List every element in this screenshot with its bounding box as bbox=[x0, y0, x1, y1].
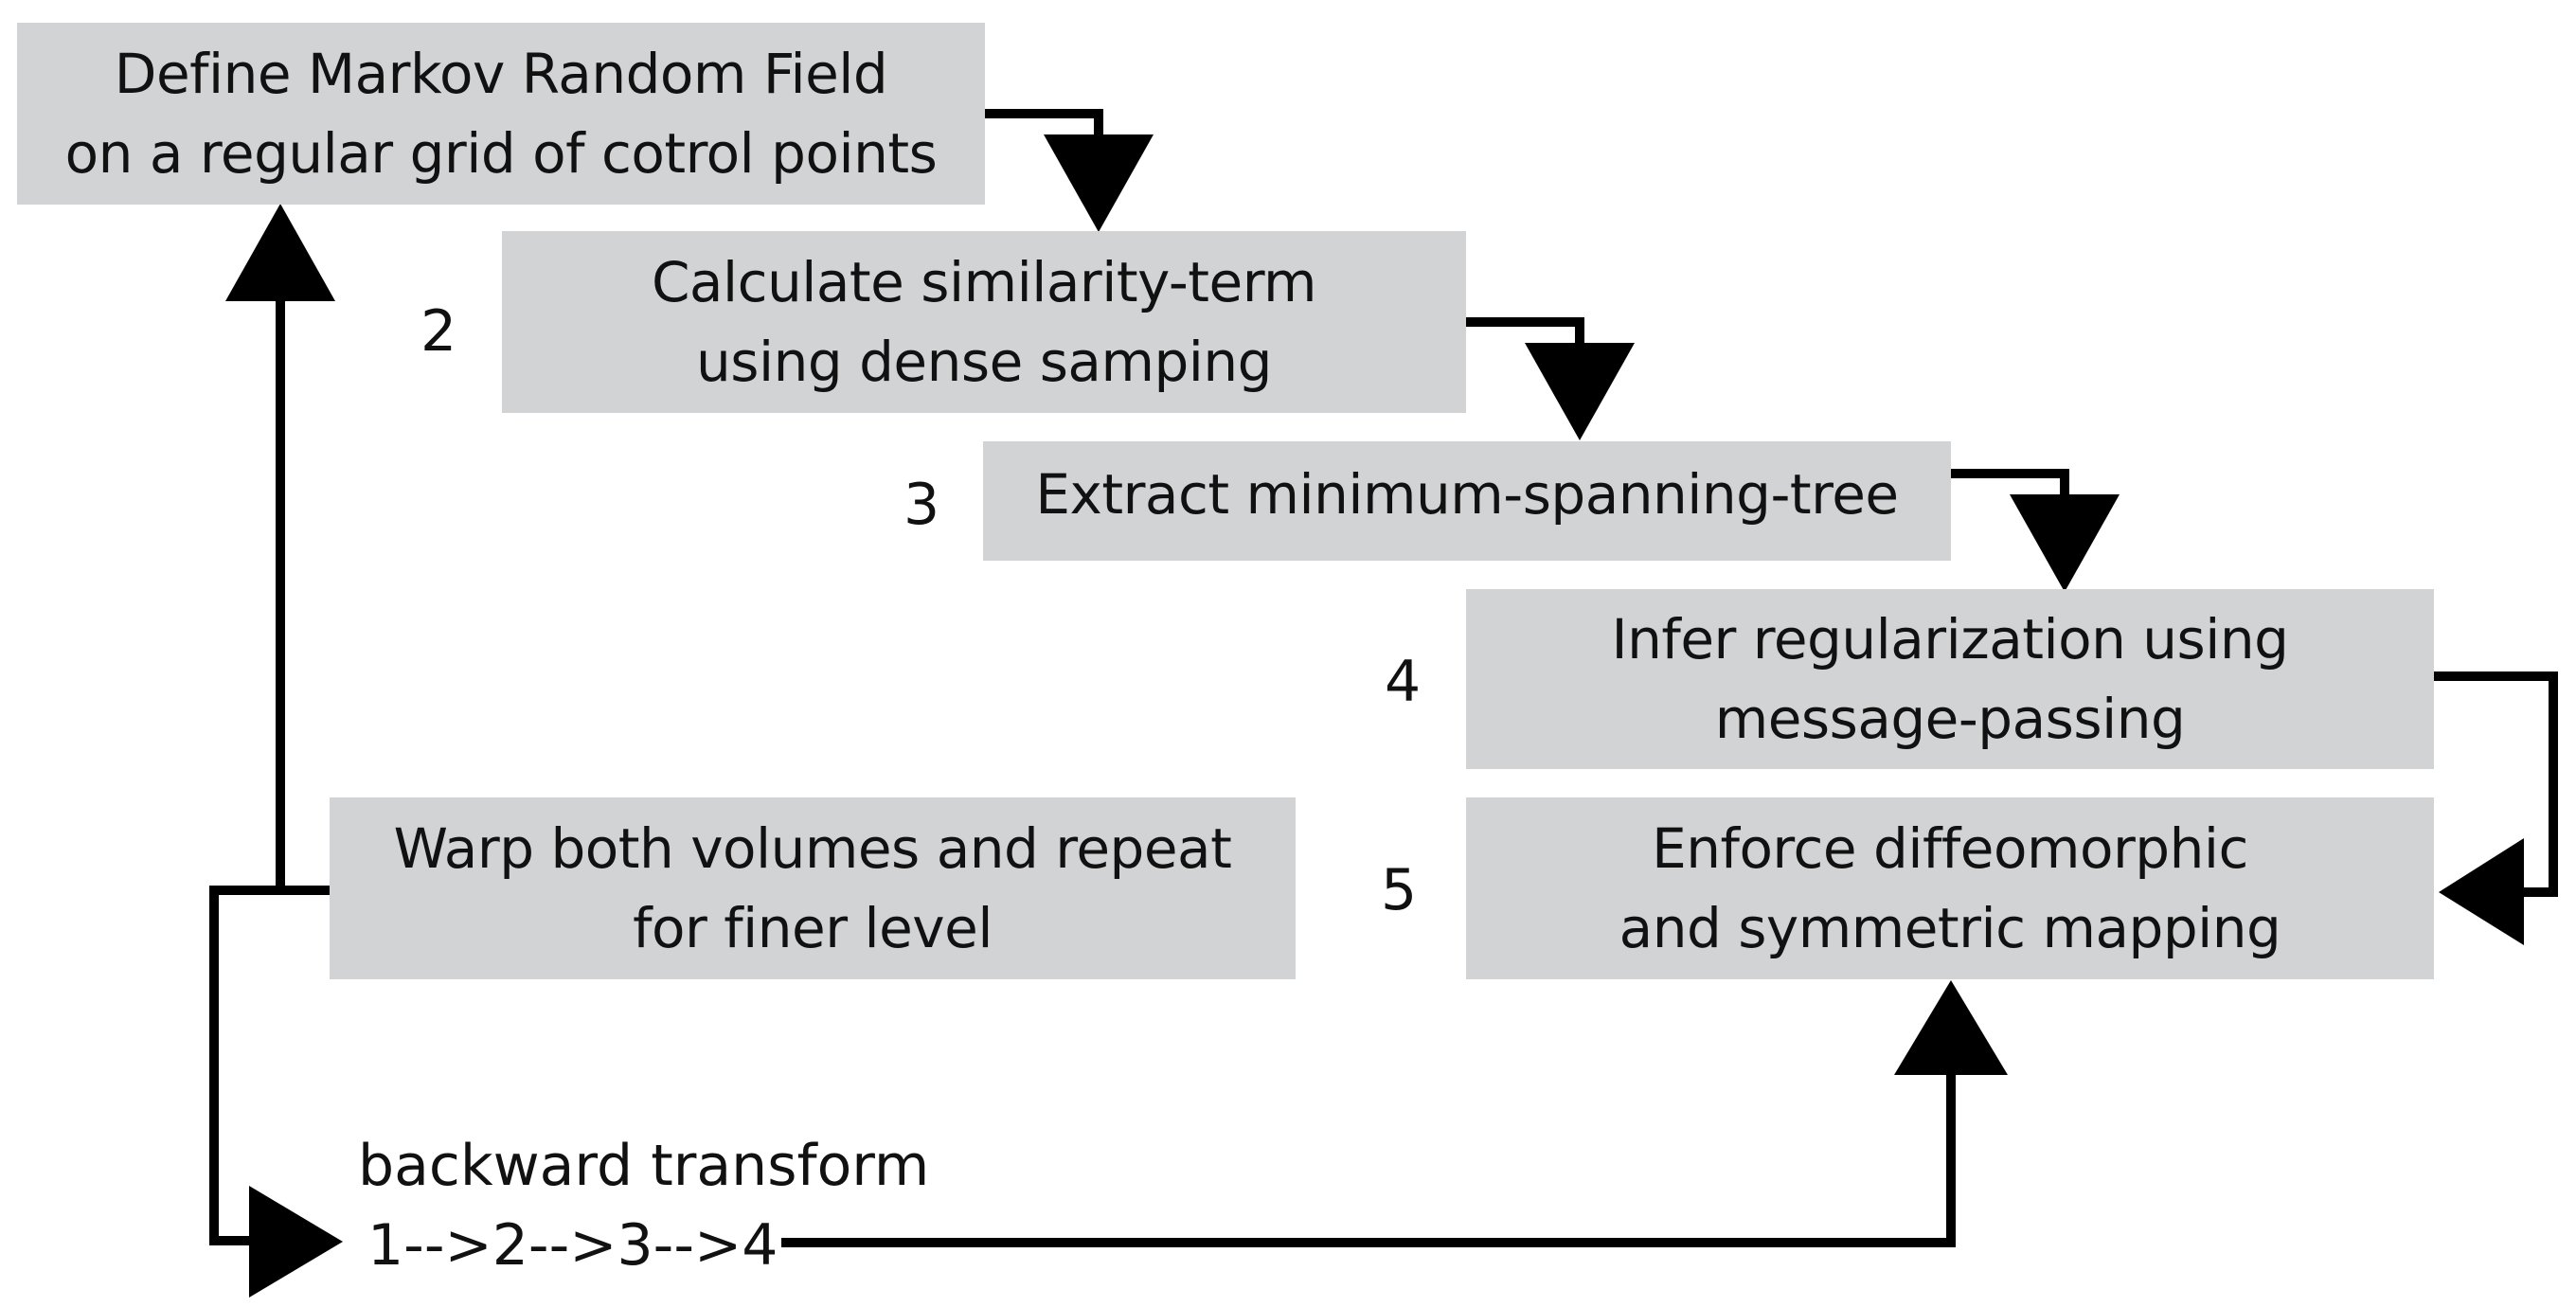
connector-1-2 bbox=[985, 109, 1103, 137]
step-box-mst: Extract minimum-spanning-tree bbox=[983, 441, 1951, 561]
step-text-line: Calculate similarity-term bbox=[651, 250, 1317, 314]
connector-2-3 bbox=[1466, 317, 1584, 346]
step-text-line: Define Markov Random Field bbox=[114, 42, 888, 106]
connector-warp-define bbox=[276, 294, 330, 895]
connector-3-4 bbox=[1951, 469, 2069, 497]
step-text-line: Extract minimum-spanning-tree bbox=[1035, 462, 1899, 527]
step-text-line: Infer regularization using bbox=[1611, 607, 2289, 671]
warp-text-line: Warp both volumes and repeat bbox=[393, 816, 1232, 881]
arrowhead-up-1 bbox=[225, 204, 335, 301]
connector-4-5 bbox=[2434, 671, 2558, 897]
step-text-line: on a regular grid of cotrol points bbox=[64, 121, 938, 186]
arrowhead-up-5 bbox=[1894, 980, 2008, 1075]
step-box-diffeomorphic: Enforce diffeomorphic and symmetric mapp… bbox=[1466, 797, 2434, 979]
step-number: 5 bbox=[1381, 857, 1418, 923]
step-number: 3 bbox=[903, 472, 940, 538]
warp-text-line: for finer level bbox=[633, 896, 993, 960]
step-text-line: and symmetric mapping bbox=[1619, 896, 2281, 960]
connector-backward-enforce bbox=[781, 1070, 1956, 1247]
arrowhead-right-backward bbox=[249, 1186, 343, 1298]
step-text-line: Enforce diffeomorphic bbox=[1652, 816, 2248, 881]
backward-transform-sequence: 1-->2-->3-->4 bbox=[367, 1212, 778, 1279]
arrowhead-down-2 bbox=[1525, 343, 1635, 440]
backward-transform-title: backward transform bbox=[358, 1133, 930, 1199]
step-box-define-mrf: Define Markov Random Field on a regular … bbox=[17, 23, 985, 205]
step-text-line: using dense samping bbox=[696, 330, 1272, 394]
step-number: 4 bbox=[1385, 649, 1422, 715]
arrowhead-down-3 bbox=[2010, 494, 2120, 592]
arrowhead-left-5 bbox=[2439, 838, 2524, 945]
step-box-similarity: Calculate similarity-term using dense sa… bbox=[502, 231, 1466, 413]
warp-box: Warp both volumes and repeat for finer l… bbox=[330, 797, 1296, 979]
step-box-regularization: Infer regularization using message-passi… bbox=[1466, 589, 2434, 769]
step-number: 2 bbox=[420, 298, 457, 365]
connector-warp-backward bbox=[209, 886, 280, 1245]
step-text-line: message-passing bbox=[1714, 687, 2186, 751]
arrowhead-down-1 bbox=[1044, 134, 1154, 232]
